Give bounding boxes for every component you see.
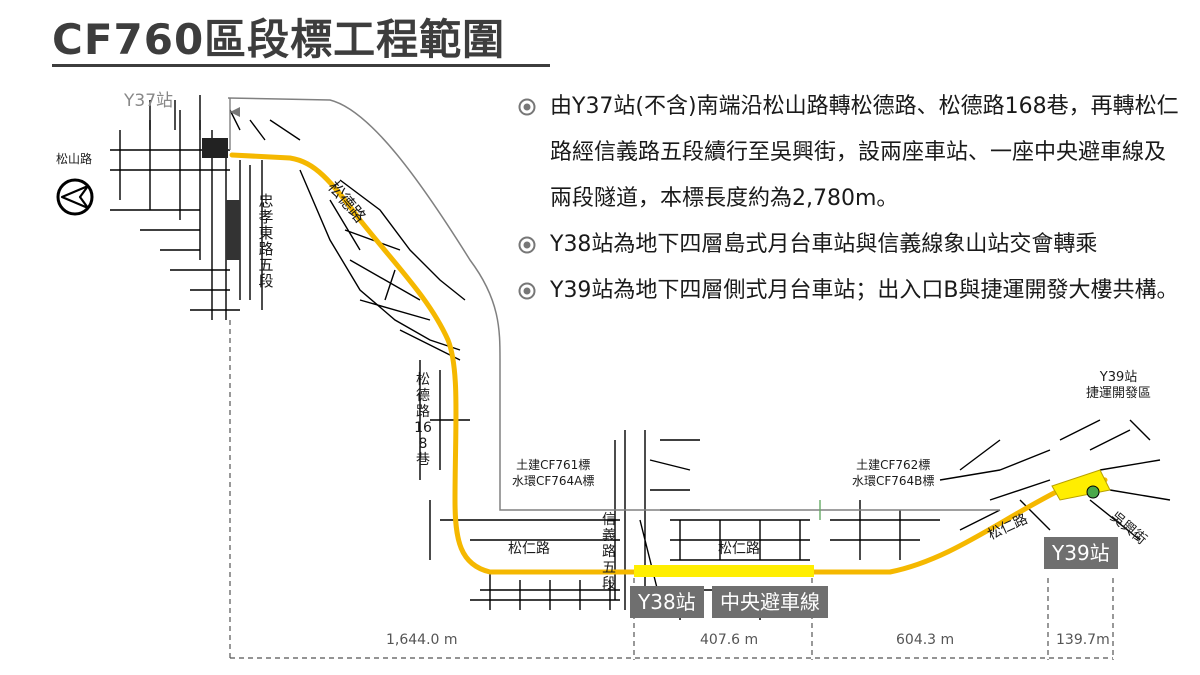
bullet-item: Y39站為地下四層側式月台車站；出入口B與捷運開發大樓共構。: [516, 268, 1184, 314]
siding-badge: 中央避車線: [712, 586, 828, 618]
bullet-item: 由Y37站(不含)南端沿松山路轉松德路、松德路168巷，再轉松仁路經信義路五段續…: [516, 84, 1184, 222]
contract-cf761-label: 土建CF761標 水環CF764A標: [512, 457, 594, 489]
compass-icon: [56, 178, 94, 216]
contract-cf761-text: 土建CF761標: [516, 458, 591, 472]
contract-cf762-label: 土建CF762標 水環CF764B標: [852, 457, 934, 489]
contract-cf764b-text: 水環CF764B標: [852, 474, 935, 488]
description-list: 由Y37站(不含)南端沿松山路轉松德路、松德路168巷，再轉松仁路經信義路五段續…: [516, 84, 1184, 314]
dimension-y38-siding: 407.6 m: [700, 632, 759, 648]
bullet-item: Y38站為地下四層島式月台車站與信義線象山站交會轉乘: [516, 222, 1184, 268]
y37-station-block: [202, 138, 228, 158]
dimension-y39-end: 139.7m: [1056, 632, 1110, 648]
dimension-y37-y38: 1,644.0 m: [386, 632, 458, 648]
contract-boundary: [227, 97, 1000, 511]
dimension-siding-y39: 604.3 m: [896, 632, 955, 648]
zhongxiao-road-label: 忠孝東路五段: [258, 192, 274, 290]
page-title: CF760區段標工程範圍: [52, 15, 506, 64]
y38-siding-highlight: [634, 565, 814, 577]
xinyi-road-label: 信義路五段: [602, 512, 616, 592]
y39-dev-line2: 捷運開發區: [1086, 386, 1152, 401]
y39-dev-line1: Y39站: [1099, 370, 1138, 385]
bullet-icon: [518, 98, 536, 116]
route-line: [229, 152, 1108, 575]
y39-dev-area-icon: [1086, 485, 1100, 499]
contract-cf764a-text: 水環CF764A標: [512, 474, 595, 488]
y38-station-badge: Y38站: [630, 586, 704, 618]
songren-road-label-2: 松仁路: [718, 541, 760, 557]
bullet-text: Y38站為地下四層島式月台車站與信義線象山站交會轉乘: [550, 232, 1098, 257]
y39-highlight: [1051, 469, 1111, 501]
bullet-text: 由Y37站(不含)南端沿松山路轉松德路、松德路168巷，再轉松仁路經信義路五段續…: [550, 94, 1179, 211]
title-underline: [52, 64, 550, 67]
songshan-road-label: 松山路: [56, 152, 93, 166]
y39-dev-area-label: Y39站 捷運開發區: [1086, 370, 1151, 402]
y39-station-badge: Y39站: [1044, 537, 1118, 569]
street-network: [110, 95, 1171, 620]
contract-cf762-text: 土建CF762標: [856, 458, 931, 472]
songren-road-label-1: 松仁路: [508, 541, 550, 557]
y37-station-label: Y37站: [124, 91, 174, 111]
bullet-icon: [518, 282, 536, 300]
bullet-text: Y39站為地下四層側式月台車站；出入口B與捷運開發大樓共構。: [550, 278, 1179, 303]
songde-lane-168-label: 松德路168巷: [414, 372, 432, 468]
bullet-icon: [518, 236, 536, 254]
